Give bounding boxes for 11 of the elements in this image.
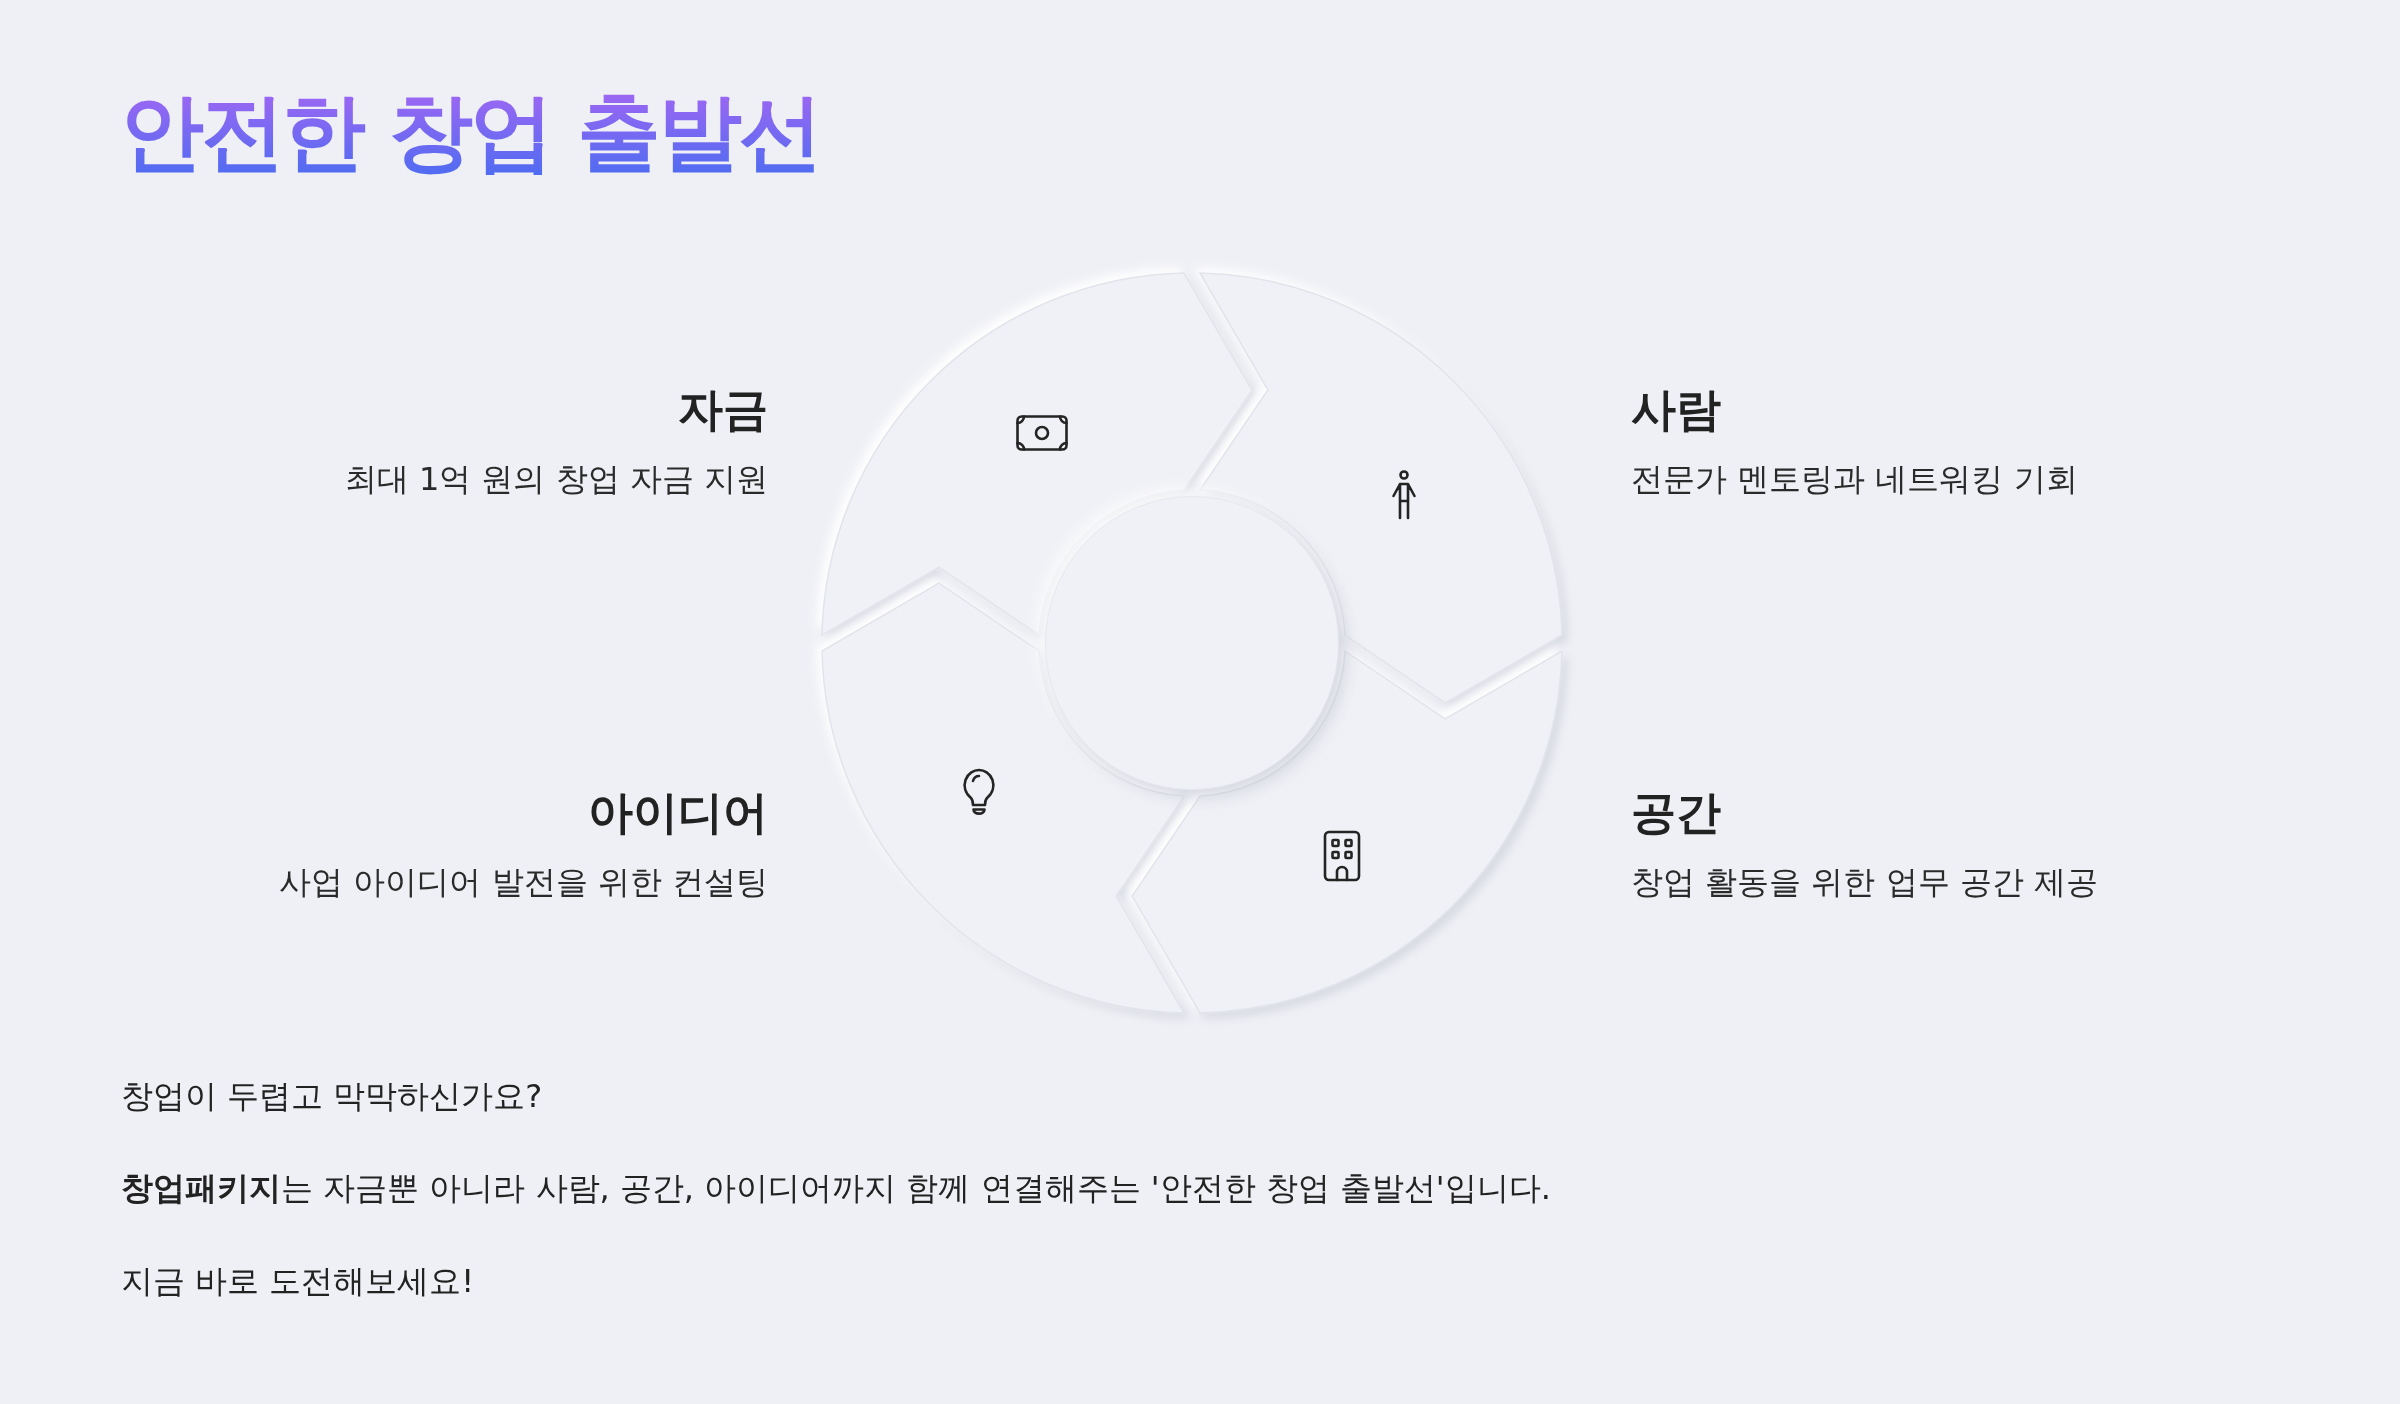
section-description: 전문가 멘토링과 네트워킹 기회 [1631,459,2078,500]
paragraph: 창업패키지는 자금뿐 아니라 사람, 공간, 아이디어까지 함께 연결해주는 '안전한 창업 출발선'입니다. [121,1168,1551,1209]
paragraph: 창업이 두렵고 막막하신가요? [121,1076,543,1117]
section-heading: 아이디어 [588,785,768,841]
section-description: 최대 1억 원의 창업 자금 지원 [344,459,768,500]
section-heading: 공간 [1631,785,1721,841]
section-description: 사업 아이디어 발전을 위한 컨설팅 [279,862,768,903]
section-heading: 자금 [678,382,768,438]
paragraph: 지금 바로 도전해보세요! [121,1261,475,1302]
section-description: 창업 활동을 위한 업무 공간 제공 [1631,862,2098,903]
section-heading: 사람 [1631,382,1721,438]
